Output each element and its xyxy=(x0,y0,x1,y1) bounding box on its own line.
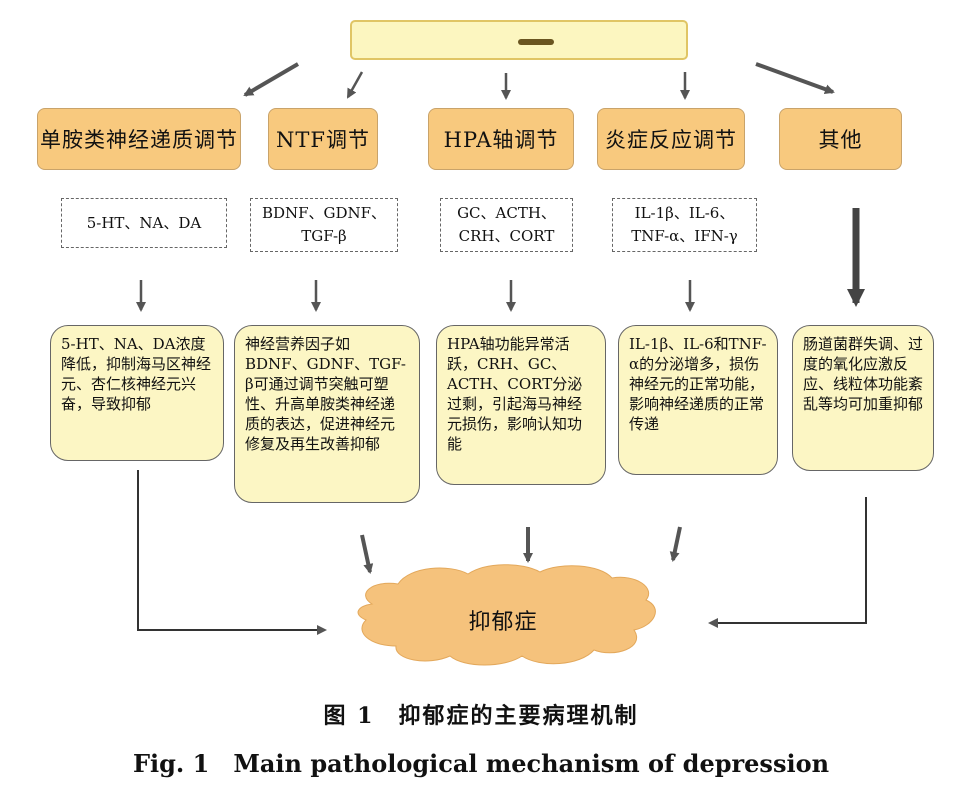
figure-caption-cn: 图 1 抑郁症的主要病理机制 xyxy=(323,703,639,729)
outcome-label: 抑郁症 xyxy=(468,610,538,635)
desc-ntf: 神经营养因子如BDNF、GDNF、TGF-β可通过调节突触可塑性、升高单胺类神经… xyxy=(234,325,420,503)
figure-caption-en: Fig. 1 Main pathological mechanism of de… xyxy=(132,749,830,778)
category-other: 其他 xyxy=(779,108,902,170)
arrow-desc1-to-outcome xyxy=(137,470,327,635)
arrow-desc4-to-outcome xyxy=(669,526,682,562)
factor-hpa: GC、ACTH、 CRH、CORT xyxy=(440,198,573,252)
desc-inflammation: IL-1β、IL-6和TNF-α的分泌增多，损伤神经元的正常功能，影响神经递质的… xyxy=(618,325,778,475)
category-hpa: HPA轴调节 xyxy=(428,108,574,170)
category-monoamine: 单胺类神经递质调节 xyxy=(37,108,241,170)
factor-ntf: BDNF、GDNF、 TGF-β xyxy=(250,198,398,252)
top-banner xyxy=(350,20,688,60)
factor-inflammation: IL-1β、IL-6、 TNF-α、IFN-γ xyxy=(612,198,757,252)
factor-hpa-text: GC、ACTH、 CRH、CORT xyxy=(457,204,556,245)
category-inflammation: 炎症反应调节 xyxy=(597,108,745,170)
banner-smudge xyxy=(518,39,554,45)
arrow-top-to-monoamine xyxy=(243,62,300,97)
arrow-desc2-to-outcome xyxy=(360,534,374,574)
factor-monoamine-text: 5-HT、NA、DA xyxy=(86,213,202,232)
category-ntf: NTF调节 xyxy=(268,108,378,170)
depression-cloud xyxy=(357,564,656,666)
arrow-desc5-to-outcome xyxy=(708,497,867,628)
desc-other: 肠道菌群失调、过度的氧化应激反应、线粒体功能紊乱等均可加重抑郁 xyxy=(792,325,934,471)
desc-hpa: HPA轴功能异常活跃，CRH、GC、ACTH、CORT分泌过剩，引起海马神经元损… xyxy=(436,325,606,485)
factor-monoamine: 5-HT、NA、DA xyxy=(61,198,227,248)
factor-inflammation-text: IL-1β、IL-6、 TNF-α、IFN-γ xyxy=(631,204,738,245)
factor-ntf-text: BDNF、GDNF、 TGF-β xyxy=(261,204,387,245)
desc-monoamine: 5-HT、NA、DA浓度降低，抑制海马区神经元、杏仁核神经元兴奋，导致抑郁 xyxy=(50,325,224,461)
arrow-top-to-other xyxy=(755,62,835,94)
arrow-top-to-ntf xyxy=(346,71,364,99)
